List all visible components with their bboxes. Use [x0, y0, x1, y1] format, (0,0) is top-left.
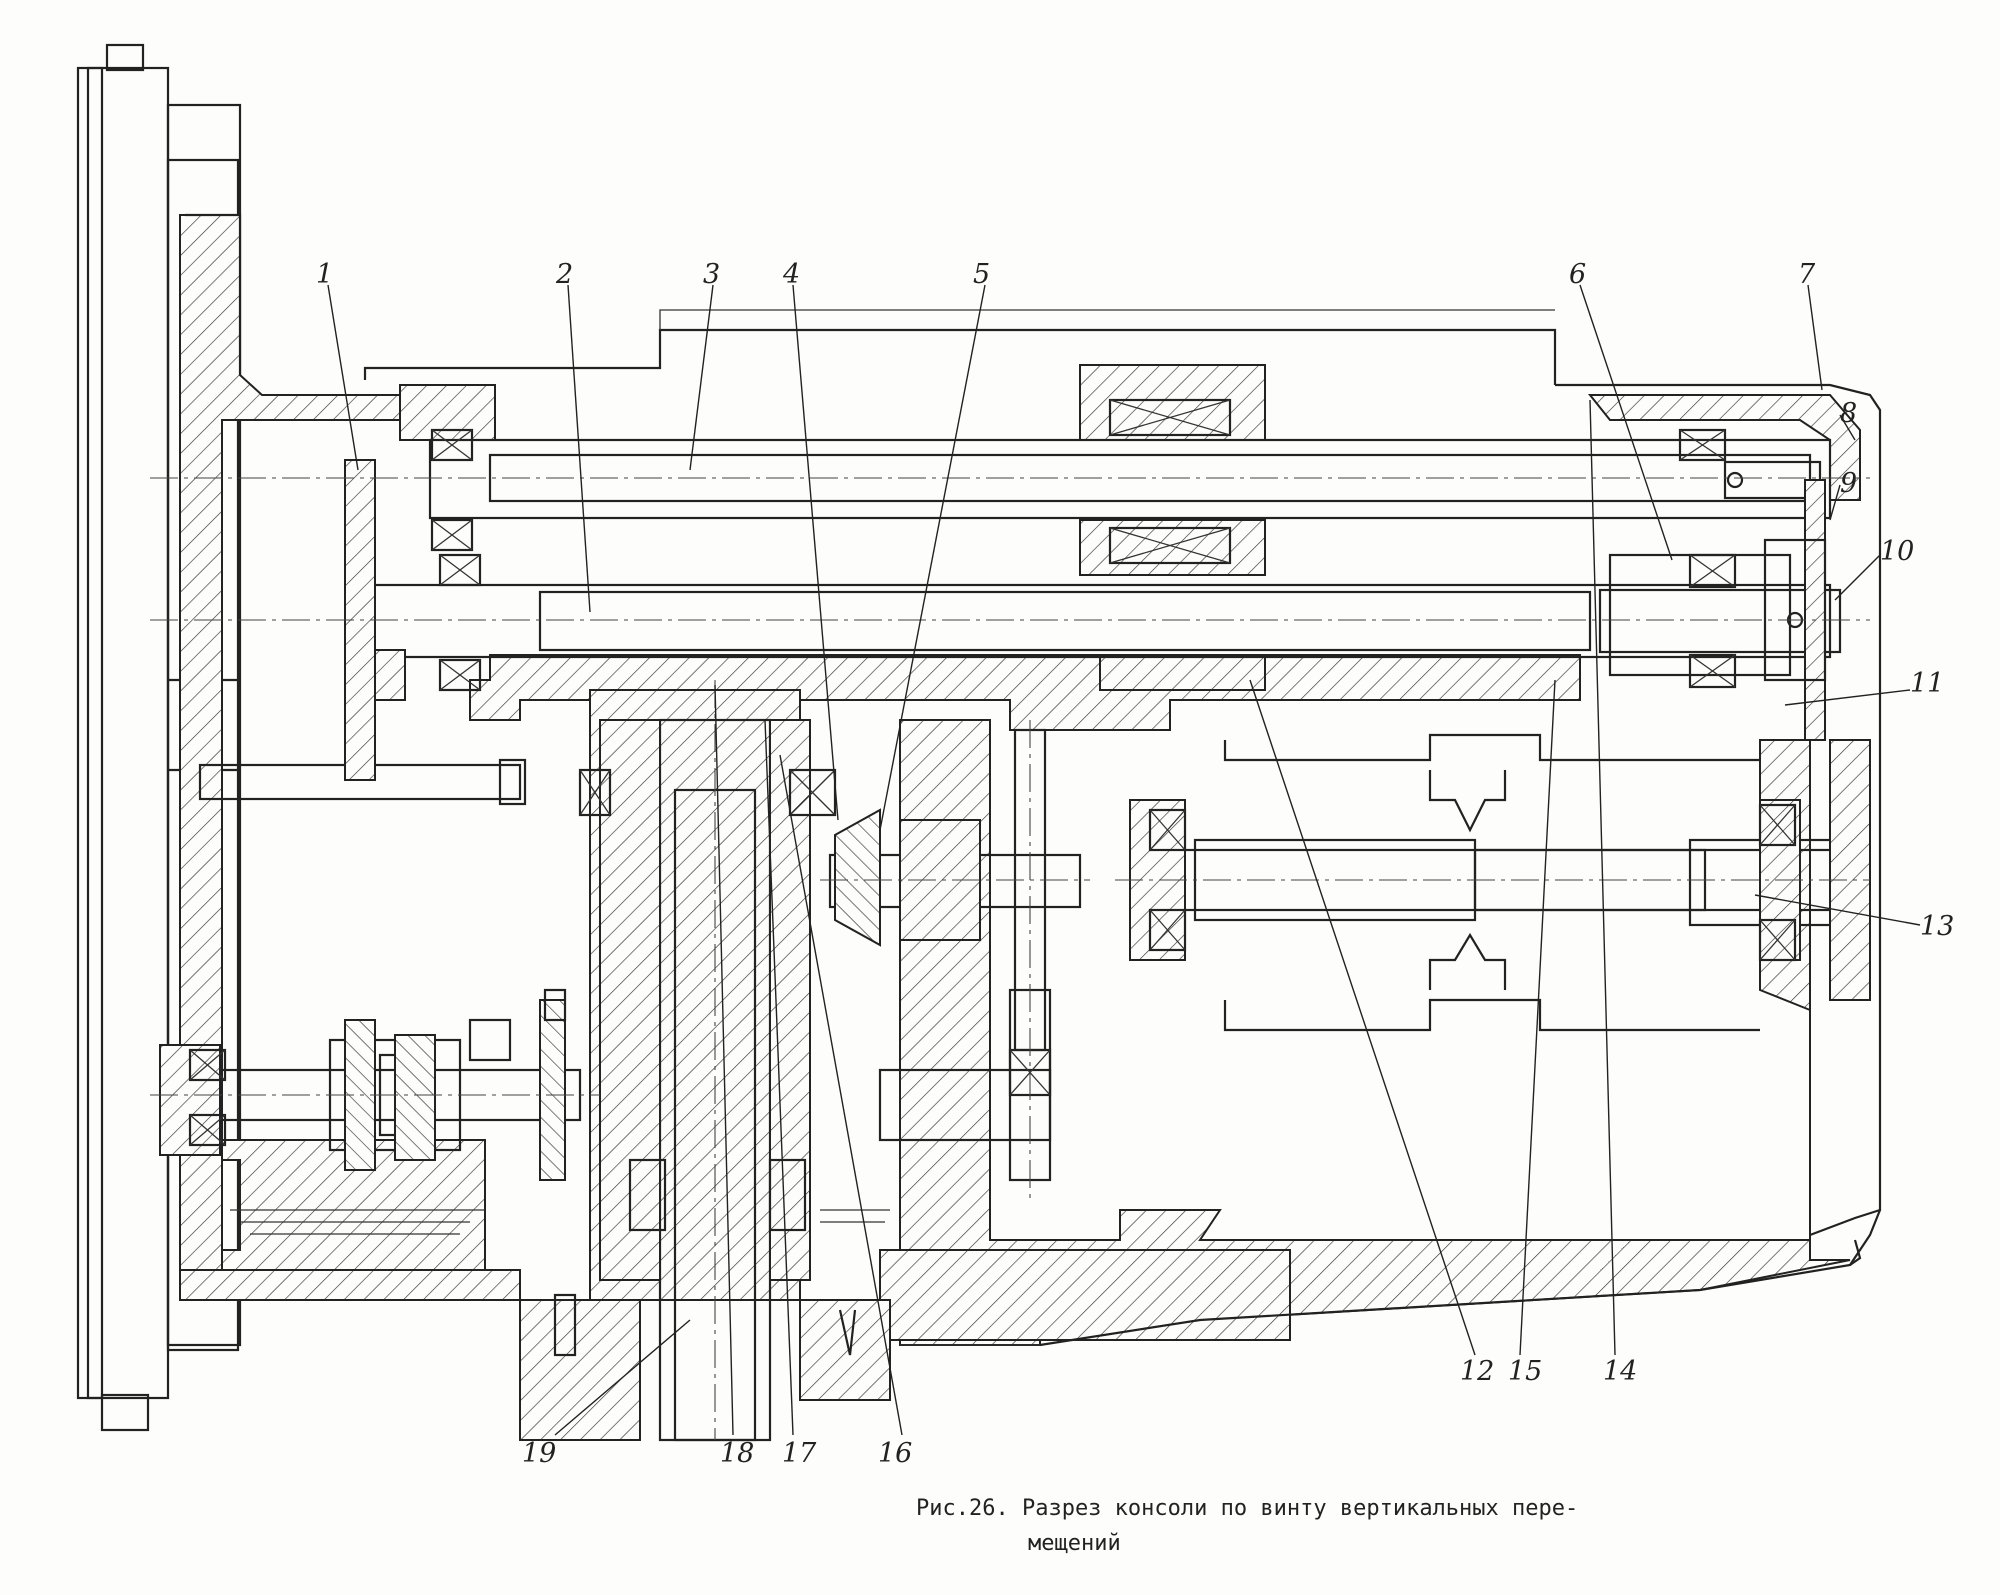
bearing [1148, 808, 1187, 852]
callout-9: 9 [1840, 468, 1857, 499]
clutch-chamber [1129, 733, 1801, 1032]
bearing [1758, 918, 1797, 962]
vertical-screw [599, 680, 811, 1442]
bearing [1108, 526, 1232, 565]
figure-caption: Рис.26. Разрез консоли по винту вертикал… [916, 1496, 1578, 1556]
caption-line-1: Рис.26. Разрез консоли по винту вертикал… [916, 1496, 1578, 1521]
callout-19: 19 [522, 1438, 556, 1469]
callout-12: 12 [1460, 1356, 1494, 1387]
bearing [188, 1113, 227, 1147]
bearing [430, 518, 474, 552]
callout-15: 15 [1508, 1356, 1542, 1387]
callout-11: 11 [1910, 668, 1944, 699]
callout-18: 18 [720, 1438, 754, 1469]
end-covers [1608, 479, 1871, 1001]
bearing [188, 1048, 227, 1082]
bearing [578, 768, 612, 817]
callout-1: 1 [316, 259, 333, 290]
callout-5: 5 [973, 259, 990, 290]
bearings [188, 398, 1797, 1147]
bearing [1688, 653, 1737, 689]
leader-lines [327, 284, 1921, 1436]
bearing [1108, 398, 1232, 437]
caption-line-2: мещений [1028, 1531, 1121, 1556]
bevel-gear-shaft [828, 728, 1082, 1182]
bearing [1688, 553, 1737, 589]
callout-13: 13 [1920, 911, 1954, 942]
bearing [430, 428, 474, 462]
callout-6: 6 [1569, 259, 1586, 290]
left-flange [76, 43, 242, 1432]
callout-8: 8 [1840, 398, 1857, 429]
housing-outline [185, 213, 1882, 1347]
callout-14: 14 [1603, 1356, 1637, 1387]
bearing [438, 658, 482, 692]
screw-bottom-flange [519, 1293, 891, 1441]
callout-3: 3 [703, 259, 720, 290]
callout-4: 4 [782, 259, 800, 290]
shaft-3 [428, 438, 1832, 520]
callout-numbers: 1 2 3 4 5 6 7 8 9 10 11 12 13 14 15 16 1… [316, 259, 1954, 1469]
centre-lines [150, 477, 1870, 1200]
bearing [1148, 908, 1187, 952]
callout-16: 16 [878, 1438, 912, 1469]
callout-17: 17 [782, 1438, 817, 1469]
bearing [1758, 803, 1797, 847]
callout-7: 7 [1798, 259, 1816, 290]
bearing [1678, 428, 1727, 462]
bearing [438, 553, 482, 587]
oil-level [230, 1209, 890, 1235]
callout-2: 2 [555, 259, 573, 290]
shaft-13 [1143, 838, 1837, 927]
shaft-2 [368, 583, 1842, 659]
callout-10: 10 [1880, 536, 1914, 567]
